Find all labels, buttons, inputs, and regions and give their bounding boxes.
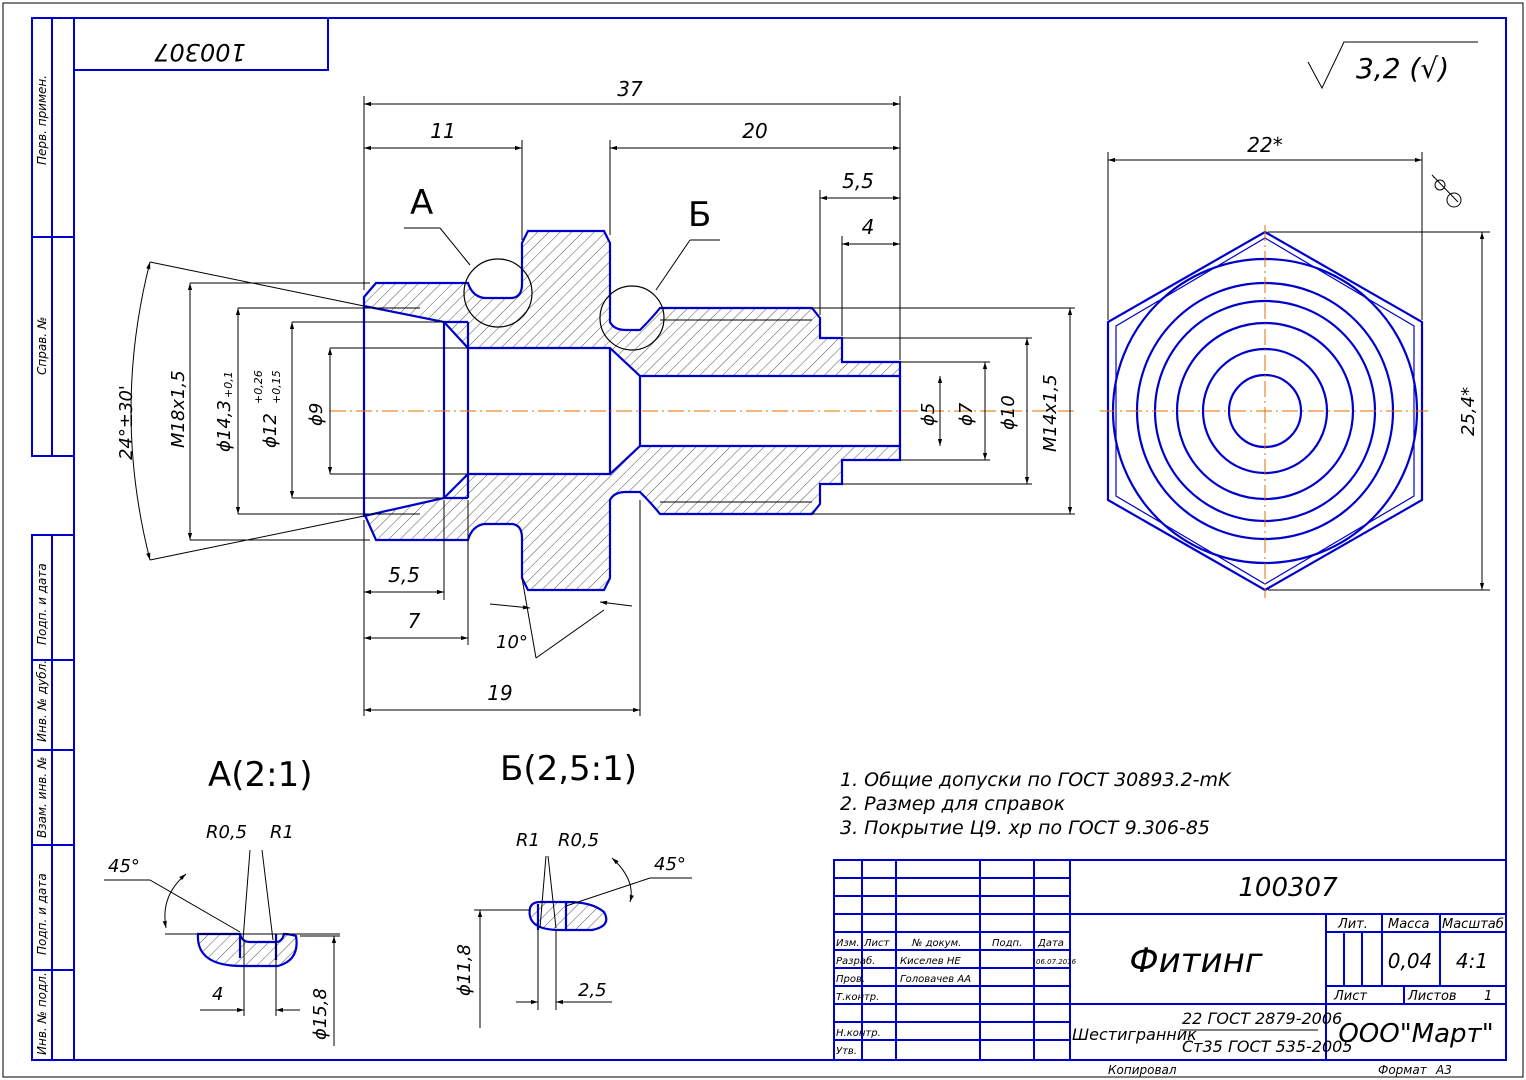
side-stamp: Перв. примен. Справ. № Подп. и дата Инв.…	[31, 17, 75, 1061]
tb-header-massa: Масса	[1388, 917, 1429, 932]
tb-prov-name: Головачев АА	[900, 974, 971, 985]
detail-b: Б(2,5:1) R1 R0,5 45° ϕ11,8 2,5	[454, 749, 692, 1028]
dim-d12-tol-up: +0,26	[252, 370, 265, 404]
tb-header-lit: Лит.	[1337, 917, 1368, 932]
title-block: Изм. Лист № докум. Подп. Дата Разраб. Ки…	[833, 859, 1507, 1077]
detail-a-profile	[196, 932, 298, 968]
note-1: 1. Общие допуски по ГОСТ 30893.2-mK	[840, 769, 1232, 791]
drawing-frame	[73, 17, 1507, 1061]
tb-header-data: Дата	[1037, 938, 1064, 949]
tb-sheets-value: 1	[1484, 989, 1492, 1004]
dim-7-bot: 7	[408, 609, 421, 633]
stamp-podp-data-1: Подп. и дата	[35, 563, 49, 645]
end-view-hex: 22* 25,4*	[1100, 133, 1490, 598]
tb-razrab-name: Киселев НЕ	[900, 956, 961, 967]
dim-11: 11	[430, 119, 455, 143]
dim-4-top: 4	[862, 215, 875, 239]
dim-19: 19	[487, 681, 512, 705]
detail-b-profile	[528, 900, 608, 932]
tb-material-bottom: Ст35 ГОСТ 535-2005	[1182, 1037, 1353, 1056]
tb-material-prefix: Шестигранник	[1072, 1025, 1197, 1044]
note-2: 2. Размер для справок	[840, 793, 1066, 815]
detail-b-r1: R1	[516, 830, 540, 851]
dim-angle-24: 24°±30'	[116, 385, 137, 460]
detail-b-r05: R0,5	[558, 830, 599, 851]
callout-a-label: А	[410, 183, 433, 223]
dim-20: 20	[742, 119, 767, 143]
tb-mass: 0,04	[1388, 949, 1433, 973]
stamp-podp-data-2: Подп. и дата	[35, 873, 49, 955]
tb-header-masshtab: Масштаб	[1442, 917, 1504, 932]
dim-5-5-bot: 5,5	[388, 563, 420, 587]
dim-angle-10: 10°	[496, 632, 528, 653]
dim-d7: ϕ7	[956, 402, 977, 426]
stamp-inv-podl: Инв. № подл.	[35, 972, 49, 1055]
tb-designation: 100307	[1238, 873, 1338, 903]
tb-header-izm: Изм.	[836, 938, 860, 949]
detail-b-title: Б(2,5:1)	[500, 749, 637, 789]
detail-a-r05: R0,5	[206, 822, 247, 843]
callout-circle-b	[599, 285, 665, 351]
tb-sheets-label: Листов	[1407, 989, 1457, 1004]
callout-b-label: Б	[688, 195, 711, 235]
tb-row-nkontr: Н.контр.	[836, 1028, 881, 1039]
tb-row-utv: Утв.	[836, 1046, 857, 1057]
dim-d9: ϕ9	[306, 403, 327, 426]
stamp-sprav-no: Справ. №	[35, 317, 49, 375]
dim-d14-3-tol: +0,1	[222, 371, 235, 398]
tb-scale: 4:1	[1456, 949, 1488, 973]
dim-d12-tol-low: +0,15	[270, 370, 283, 404]
stamp-number-rotated: 100307	[153, 38, 245, 66]
stamp-inv-dubl: Инв. № дубл.	[35, 660, 49, 742]
tb-header-dokum: № докум.	[911, 938, 961, 949]
tb-company: ООО"Март"	[1338, 1019, 1493, 1049]
tb-sheet-label: Лист	[1333, 989, 1367, 1004]
detail-a-d4: 4	[212, 984, 223, 1005]
detail-a-angle: 45°	[108, 856, 140, 877]
detail-a: А(2:1) R0,5 R1 45° 4 ϕ15,8	[104, 755, 340, 1046]
tb-row-razrab: Разраб.	[836, 955, 875, 967]
tb-header-podp: Подп.	[992, 938, 1022, 949]
note-3: 3. Покрытие Ц9. хр по ГОСТ 9.306-85	[840, 817, 1210, 839]
hatched-section-lower	[362, 444, 902, 592]
stamp-perv-primen: Перв. примен.	[35, 75, 49, 165]
dim-5-5-top: 5,5	[842, 169, 874, 193]
dim-25-4: 25,4*	[1458, 387, 1479, 436]
dim-d14-3: ϕ14,3	[214, 400, 235, 452]
detail-a-title: А(2:1)	[208, 755, 313, 795]
dim-d5: ϕ5	[918, 403, 939, 426]
dim-37: 37	[617, 77, 643, 101]
tb-razrab-date: 06.07.2016	[1036, 958, 1077, 966]
main-section-view: А Б 37 11 20 5,5 4 24°±30' M18x1,5 ϕ14,3…	[116, 77, 1075, 716]
number-stamp: 100307	[73, 17, 329, 71]
tb-material-top: 22 ГОСТ 2879-2006	[1182, 1009, 1342, 1028]
tb-row-tkontr: Т.контр.	[836, 992, 879, 1003]
detail-b-angle: 45°	[654, 854, 686, 875]
stamp-vzam-inv: Взам. инв. №	[35, 757, 49, 838]
tb-format-label: Формат	[1378, 1063, 1428, 1077]
dim-m14: M14x1,5	[1040, 374, 1061, 452]
dim-m18: M18x1,5	[168, 370, 189, 448]
detail-a-d15-8: ϕ15,8	[310, 988, 331, 1040]
dim-d10: ϕ10	[998, 395, 1019, 430]
dim-d12: ϕ12	[260, 413, 281, 448]
tb-format-value: А3	[1435, 1063, 1452, 1077]
dim-22: 22*	[1247, 133, 1282, 157]
callout-circle-a	[463, 258, 533, 328]
detail-b-d2-5: 2,5	[578, 980, 607, 1001]
detail-a-r1: R1	[270, 822, 294, 843]
tb-copied: Копировал	[1108, 1063, 1177, 1077]
tb-part-name: Фитинг	[1129, 941, 1263, 981]
tb-row-prov: Пров.	[836, 974, 865, 985]
tb-header-list: Лист	[863, 938, 891, 949]
detail-b-d11-8: ϕ11,8	[454, 944, 475, 996]
hatched-section-upper	[362, 229, 902, 378]
technical-notes: 1. Общие допуски по ГОСТ 30893.2-mK 2. Р…	[840, 769, 1232, 839]
roughness-value: 3,2 (√)	[1356, 52, 1449, 85]
roughness-mark: 3,2 (√)	[1307, 41, 1478, 90]
